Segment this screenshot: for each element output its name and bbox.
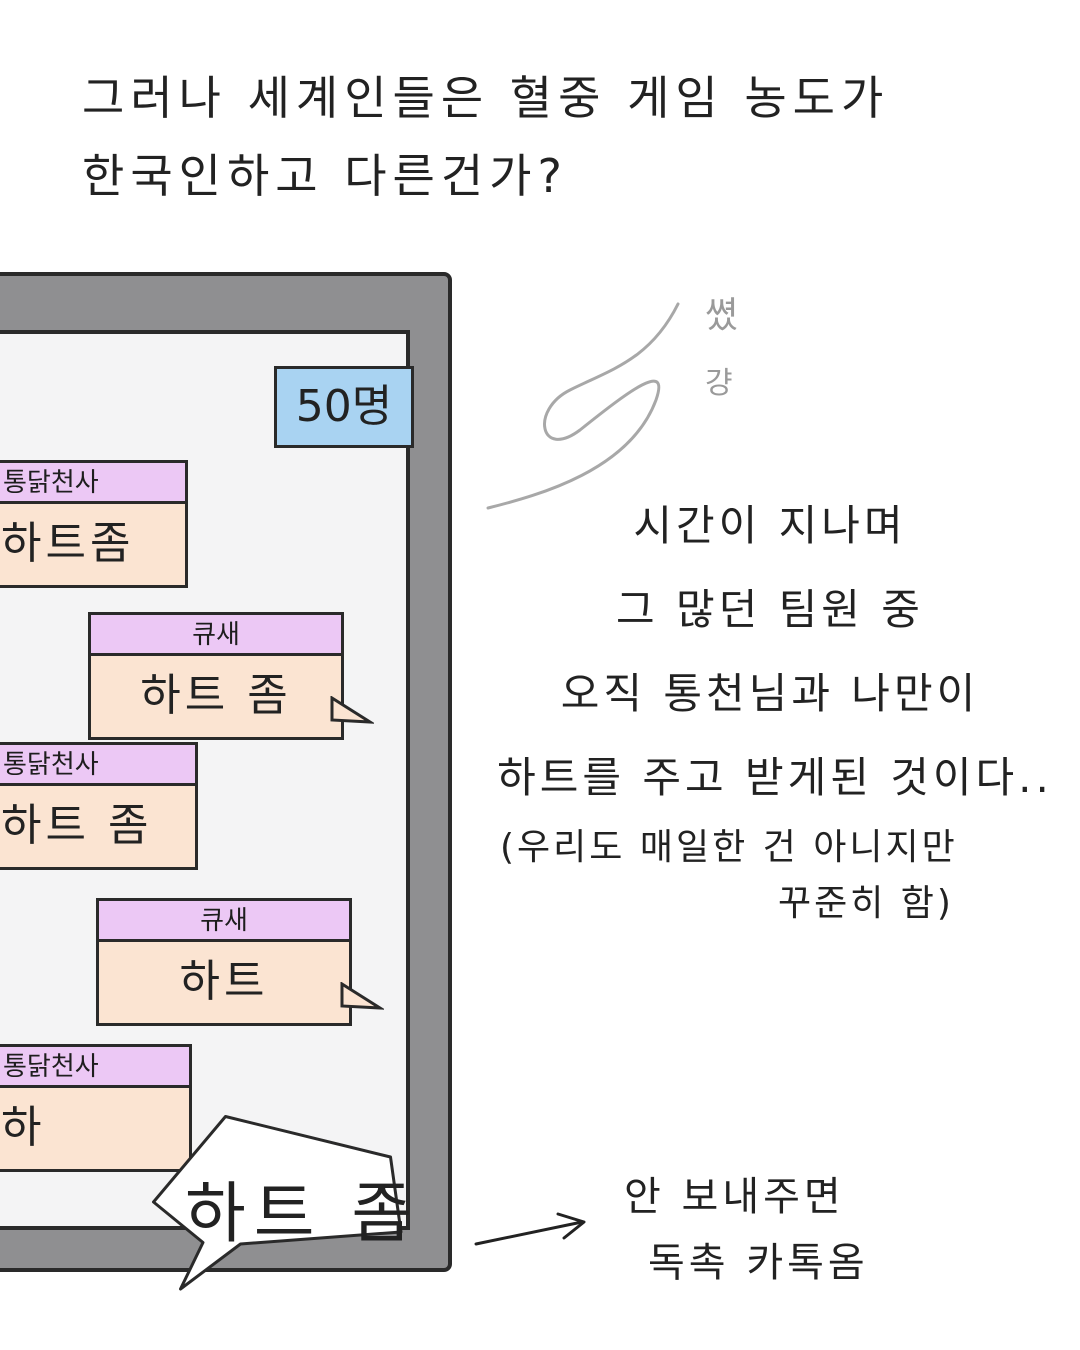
narration-paren-1: (우리도 매일한 건 아니지만 [500,827,958,868]
chat-message: 통닭천사 하 [0,1044,192,1172]
chat-message: 통닭천사 하트 좀 [0,742,198,870]
message-sender: 통닭천사 [0,1044,192,1088]
message-sender: 통닭천사 [0,742,198,786]
signature-line-2: 걍 [705,366,733,401]
message-text: 하트 [96,942,352,1026]
chat-message: 큐새 하트 [96,898,352,1026]
message-tail [340,982,384,1010]
narration-line-2: 그 많던 팀원 중 [616,585,924,634]
chat-message: 큐새 하트 좀 [88,612,344,740]
narration-line-3: 오직 통천님과 나만이 [560,669,980,718]
narration-line-4: 하트를 주고 받게된 것이다.. [497,753,1053,802]
note-line-1: 안 보내주면 [624,1174,845,1220]
message-text: 하트 좀 [88,656,344,740]
message-text: 하트좀 [0,504,188,588]
message-text: 하 [0,1088,192,1172]
speech-bubble-text: 하트 좀 [185,1175,421,1252]
member-count-badge: 50명 [274,366,414,448]
message-sender: 큐새 [96,898,352,942]
arrow-icon [474,1212,586,1246]
message-sender: 통닭천사 [0,460,188,504]
chat-message: 통닭천사 하트좀 [0,460,188,588]
caption-line-1: 그러나 세계인들은 혈중 게임 농도가 [82,71,890,125]
signature-line-1: 쎴 [705,295,739,336]
squiggle-line [486,302,680,510]
caption-line-2: 한국인하고 다른건가? [82,149,568,203]
speech-bubble [152,1115,403,1291]
narration-line-1: 시간이 지나며 [633,501,907,550]
message-tail [330,696,374,724]
message-sender: 큐새 [88,612,344,656]
narration-paren-2: 꾸준히 함) [778,883,954,924]
note-line-2: 독촉 카톡옴 [648,1240,869,1286]
message-text: 하트 좀 [0,786,198,870]
